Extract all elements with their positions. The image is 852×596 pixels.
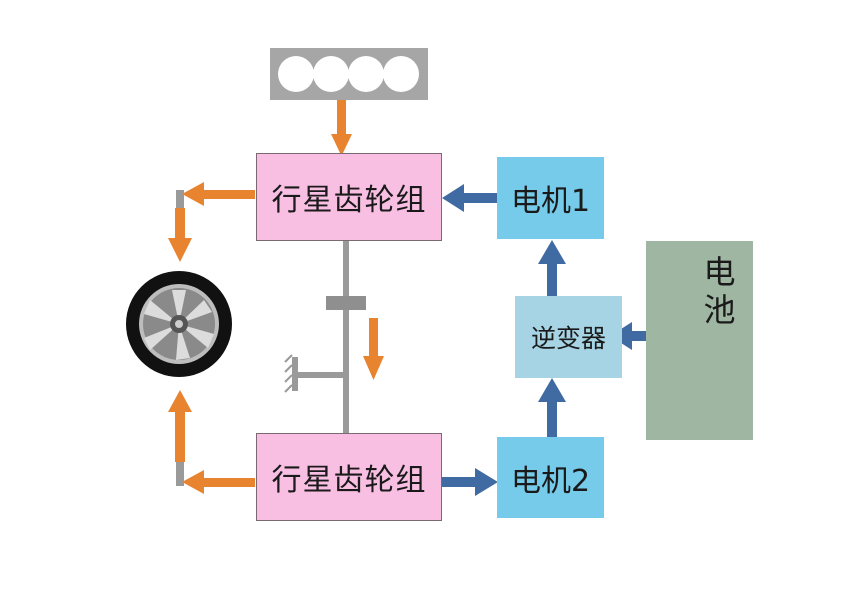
motor2-arrow bbox=[441, 468, 498, 496]
central-shaft bbox=[284, 240, 366, 435]
planetary-gear-bottom: 行星齿轮组 bbox=[256, 433, 442, 521]
bottom-output-arrow bbox=[168, 390, 255, 494]
planetary-gear-top: 行星齿轮组 bbox=[256, 153, 442, 241]
inverter: 逆变器 bbox=[515, 296, 622, 378]
battery-label-1: 电 bbox=[703, 253, 736, 291]
battery-label-2: 池 bbox=[703, 291, 736, 329]
engine-icon bbox=[270, 48, 428, 100]
motor-1: 电机1 bbox=[497, 157, 604, 239]
motor1-arrow bbox=[442, 184, 498, 212]
top-output-arrow bbox=[168, 182, 255, 262]
engine-arrow bbox=[331, 100, 352, 156]
inverter-to-motor1-arrow bbox=[538, 240, 566, 297]
shaft-down-arrow bbox=[363, 318, 384, 380]
motor2-to-inverter-arrow bbox=[538, 378, 566, 437]
wheel-icon bbox=[126, 271, 232, 377]
motor-2: 电机2 bbox=[497, 437, 604, 518]
battery: 电 池 bbox=[646, 241, 753, 440]
